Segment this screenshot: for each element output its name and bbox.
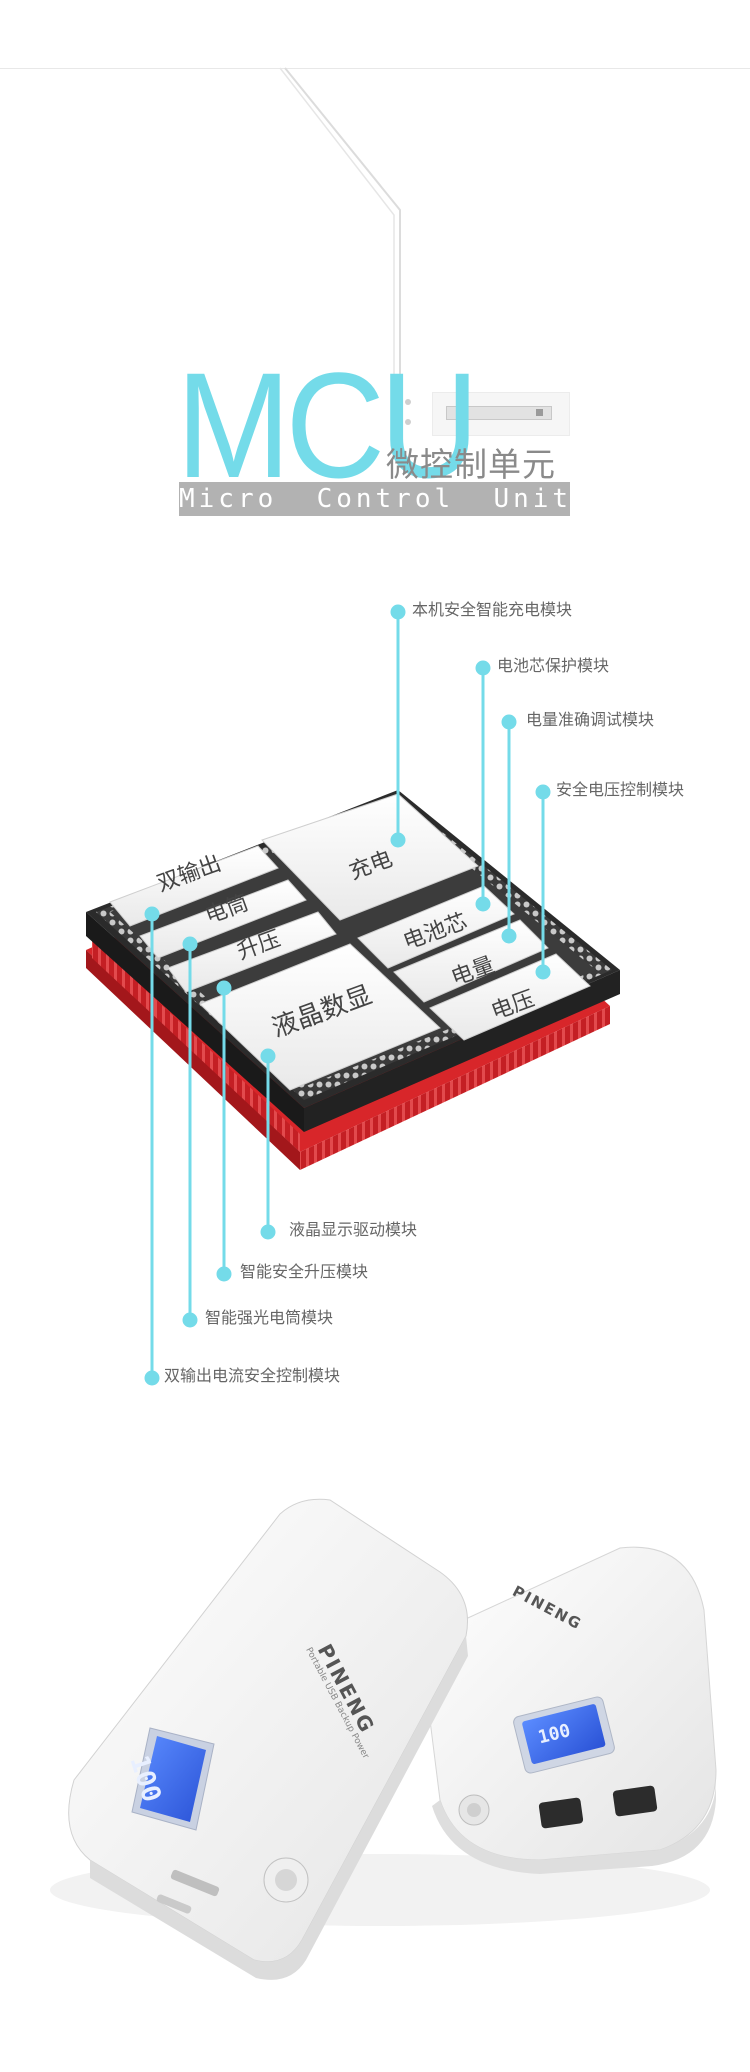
chip-blocks [109, 793, 591, 1091]
top-divider [0, 68, 750, 69]
callout-boost: 智能安全升压模块 [240, 1262, 369, 1281]
callout-dual-output: 双输出电流安全控制模块 [164, 1366, 341, 1385]
power-bank-left [68, 1498, 468, 1980]
callout-flashlight: 智能强光电筒模块 [205, 1308, 334, 1327]
callout-level-calib: 电量准确调试模块 [526, 710, 655, 729]
usb-slot-icon [446, 406, 552, 420]
chip-illustration [86, 604, 620, 1386]
mcu-chinese-title: 微控制单元 [386, 445, 556, 484]
callout-lcd-driver: 液晶显示驱动模块 [289, 1220, 418, 1239]
power-bank-right [419, 1546, 717, 1874]
callout-lines [144, 604, 551, 1386]
block-charge [261, 793, 479, 921]
block-cell [357, 885, 515, 969]
callout-cell-protect: 电池芯保护模块 [497, 656, 610, 675]
block-dual-output [109, 845, 279, 927]
block-lcd [199, 943, 441, 1091]
header-deco-lines [279, 67, 411, 425]
callout-charge: 本机安全智能充电模块 [412, 600, 573, 619]
mcu-title: MCU [176, 341, 479, 509]
block-boost [167, 911, 337, 993]
callout-voltage-ctrl: 安全电压控制模块 [556, 780, 685, 799]
block-voltage [429, 953, 591, 1041]
mcu-english-subtitle: Micro Control Unit [179, 482, 573, 516]
